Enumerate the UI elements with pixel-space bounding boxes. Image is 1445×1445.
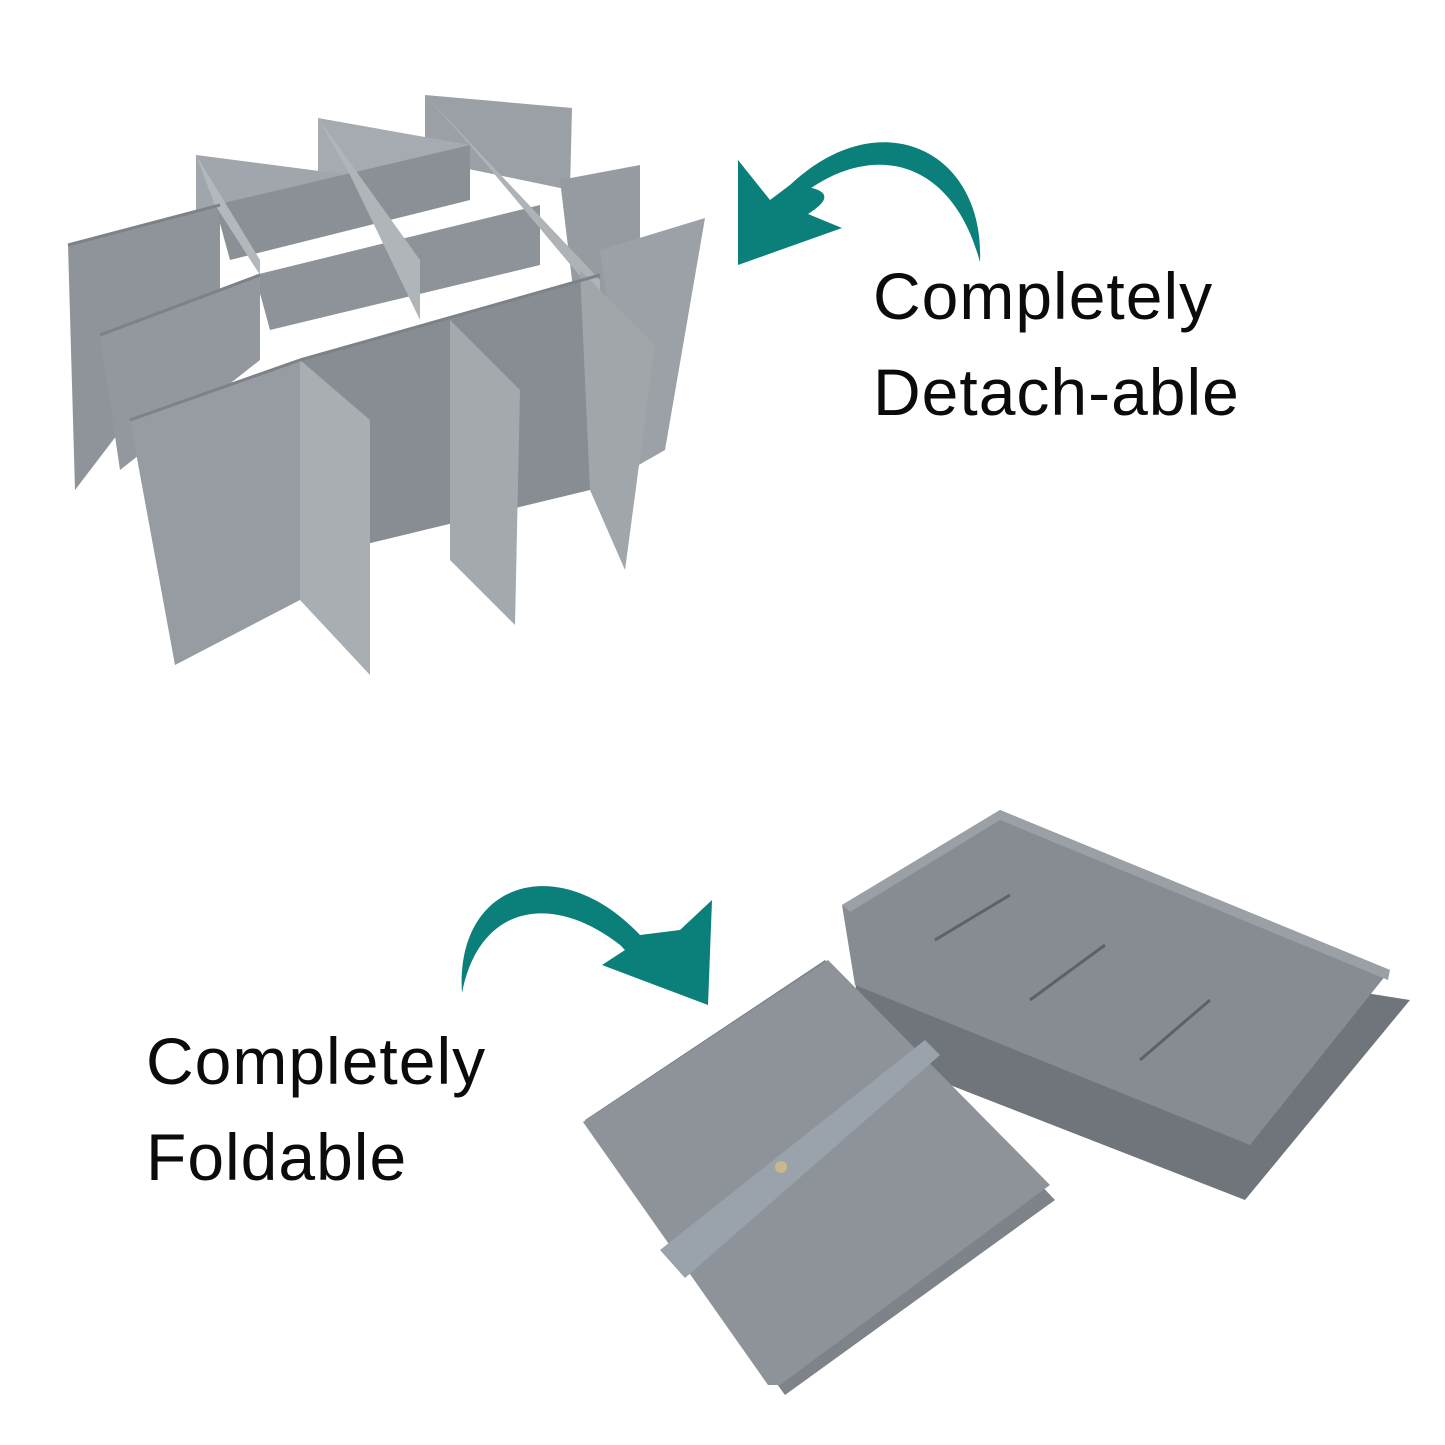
caption-line-2: Foldable xyxy=(146,1120,408,1194)
curved-arrow-left-icon xyxy=(738,142,981,265)
folded-organizer-image xyxy=(583,810,1410,1395)
curved-arrow-right-icon xyxy=(461,886,712,1005)
grid-organizer-image xyxy=(67,95,705,675)
caption-line-1: Completely xyxy=(146,1024,487,1098)
detachable-caption: Completely Detach-able xyxy=(873,248,1240,440)
caption-line-2: Detach-able xyxy=(873,355,1240,429)
caption-line-1: Completely xyxy=(873,259,1214,333)
foldable-caption: Completely Foldable xyxy=(146,1013,486,1205)
